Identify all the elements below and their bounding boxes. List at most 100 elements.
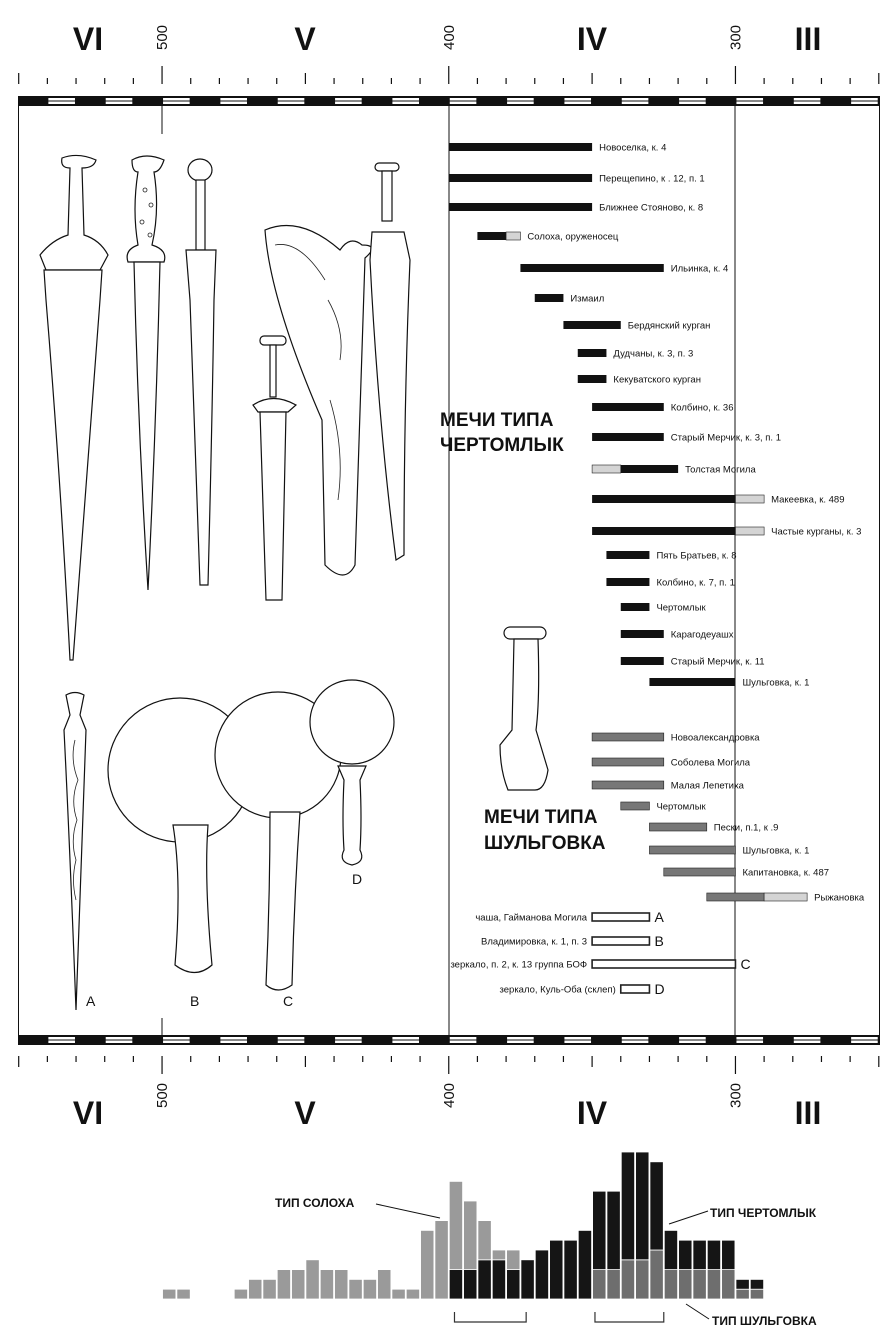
range-row: Новоалександровка <box>591 732 760 744</box>
range-row: Чертомлык <box>620 603 707 614</box>
histogram-bar-shulgovka <box>735 1288 750 1300</box>
histogram-bar-solokha <box>248 1279 263 1300</box>
range-row: Измаил <box>534 294 604 305</box>
range-bar-black <box>592 403 664 411</box>
century-label: V <box>294 1095 316 1131</box>
range-label: Макеевка, к. 489 <box>771 495 844 506</box>
range-bar-gray <box>591 757 665 767</box>
range-bar-light <box>763 892 808 902</box>
range-row: Макеевка, к. 489 <box>592 495 845 506</box>
range-row: Капитановка, к. 487 <box>663 868 829 879</box>
century-label: VI <box>73 21 103 57</box>
year-label: 400 <box>441 25 458 50</box>
histogram-bar-solokha <box>420 1230 435 1300</box>
artifact-letter-c: C <box>283 993 293 1009</box>
shulgovka-sword-drawing <box>499 626 549 791</box>
range-row: Ближнее Стояново, к. 8 <box>448 203 703 214</box>
range-row: Колбино, к. 36 <box>592 403 733 414</box>
histogram-bar-chertomlyk <box>448 1269 463 1300</box>
histogram-bar-chertomlyk <box>649 1161 664 1251</box>
range-label: Шульговка, к. 1 <box>742 678 809 689</box>
histogram-bar-chertomlyk <box>463 1269 478 1300</box>
period-bracket <box>594 1312 665 1323</box>
heading-chertomlyk-line2: ЧЕРТОМЛЫК <box>440 435 564 456</box>
histogram-bar-shulgovka <box>606 1269 621 1300</box>
range-label: Карагодеуашх <box>671 630 734 641</box>
heading-chertomlyk: МЕЧИ ТИПА ЧЕРТОМЛЫК <box>440 410 564 456</box>
range-letter: A <box>654 909 664 925</box>
histogram-bar-solokha <box>377 1269 392 1300</box>
histogram-bar-shulgovka <box>592 1269 607 1300</box>
range-row: Дудчаны, к. 3, п. 3 <box>577 349 693 360</box>
range-label: Частые курганы, к. 3 <box>771 527 861 538</box>
histogram-bar-chertomlyk <box>721 1239 736 1270</box>
range-bar-gray <box>706 892 765 902</box>
chertomlyk-pointer <box>668 1210 709 1225</box>
range-label: Кекуватского курган <box>613 375 701 386</box>
range-bar-black <box>620 630 664 638</box>
range-bar-black <box>606 551 650 559</box>
range-label: Солоха, оруженосец <box>527 232 618 243</box>
range-label: Владимировка, к. 1, п. 3 <box>481 937 587 948</box>
histogram-bar-shulgovka <box>692 1269 707 1300</box>
histogram-bar-solokha <box>334 1269 349 1300</box>
range-label: Колбино, к. 36 <box>671 403 734 414</box>
sword-drawing-6 <box>369 162 411 562</box>
dagger-a-drawing <box>63 691 87 1011</box>
label-tip-shulgovka: ТИП ШУЛЬГОВКА <box>712 1314 817 1328</box>
range-label: Перещепино, к . 12, п. 1 <box>599 174 705 185</box>
range-label: Дудчаны, к. 3, п. 3 <box>613 349 693 360</box>
range-label: зеркало, Куль-Оба (склеп) <box>500 985 616 996</box>
histogram-bar-chertomlyk <box>706 1239 722 1270</box>
range-label: Чертомлык <box>656 802 706 813</box>
histogram-bar-chertomlyk <box>491 1259 506 1300</box>
histogram-bar-solokha <box>305 1259 320 1300</box>
range-row: Ильинка, к. 4 <box>520 264 728 275</box>
range-label: зеркало, п. 2, к. 13 группа БОФ <box>450 960 587 971</box>
range-label: Новоселка, к. 4 <box>599 143 666 154</box>
histogram-bar-solokha <box>176 1288 191 1300</box>
artifact-letter-a: A <box>86 993 96 1009</box>
range-bar-gray <box>620 801 650 811</box>
century-label: V <box>294 21 316 57</box>
range-label: Шульговка, к. 1 <box>742 846 809 857</box>
histogram-bar-chertomlyk <box>635 1151 650 1261</box>
histogram-bar-chertomlyk <box>506 1269 521 1300</box>
histogram-bar-chertomlyk <box>692 1239 707 1270</box>
histogram-bar-shulgovka <box>706 1269 722 1300</box>
range-bar-gray <box>591 732 665 742</box>
range-bar-black <box>477 232 507 240</box>
range-letter: D <box>654 981 664 997</box>
range-bar-black <box>592 527 736 535</box>
scabbard-drawing <box>264 224 373 576</box>
range-label: Ильинка, к. 4 <box>671 264 729 275</box>
histogram-bar-chertomlyk <box>520 1259 535 1300</box>
range-label: Капитановка, к. 487 <box>742 868 829 879</box>
year-label: 400 <box>441 1083 458 1108</box>
sword-drawing-2 <box>126 155 166 591</box>
range-label: Толстая Могила <box>685 465 756 476</box>
histogram-bar-solokha <box>291 1269 306 1300</box>
range-bar-black <box>563 321 621 329</box>
sword-drawing-3 <box>185 158 217 586</box>
histogram-bar-solokha <box>391 1288 406 1300</box>
range-row: Пять Братьев, к. 8 <box>606 551 737 562</box>
range-bar-light <box>591 464 622 474</box>
range-label: Старый Мерчик, к. 11 <box>671 657 765 668</box>
range-label: Измаил <box>570 294 604 305</box>
range-bar-black <box>649 678 736 686</box>
range-bar-black <box>577 375 607 383</box>
heading-shulgovka-line2: ШУЛЬГОВКА <box>484 833 606 854</box>
dating-range-bars: Новоселка, к. 4 Перещепино, к . 12, п. 1 Б… <box>448 143 865 997</box>
histogram-bar-solokha <box>448 1181 463 1271</box>
histogram-bar-chertomlyk <box>735 1279 750 1290</box>
range-row: Частые курганы, к. 3 <box>592 527 861 538</box>
histogram-bar-shulgovka <box>649 1249 664 1300</box>
histogram-bar-chertomlyk <box>577 1230 593 1300</box>
range-row: Рыжановка <box>706 892 865 904</box>
range-label: Старый Мерчик, к. 3, п. 1 <box>671 433 781 444</box>
histogram-bar-solokha <box>348 1279 363 1300</box>
range-bar-outline <box>591 912 651 922</box>
